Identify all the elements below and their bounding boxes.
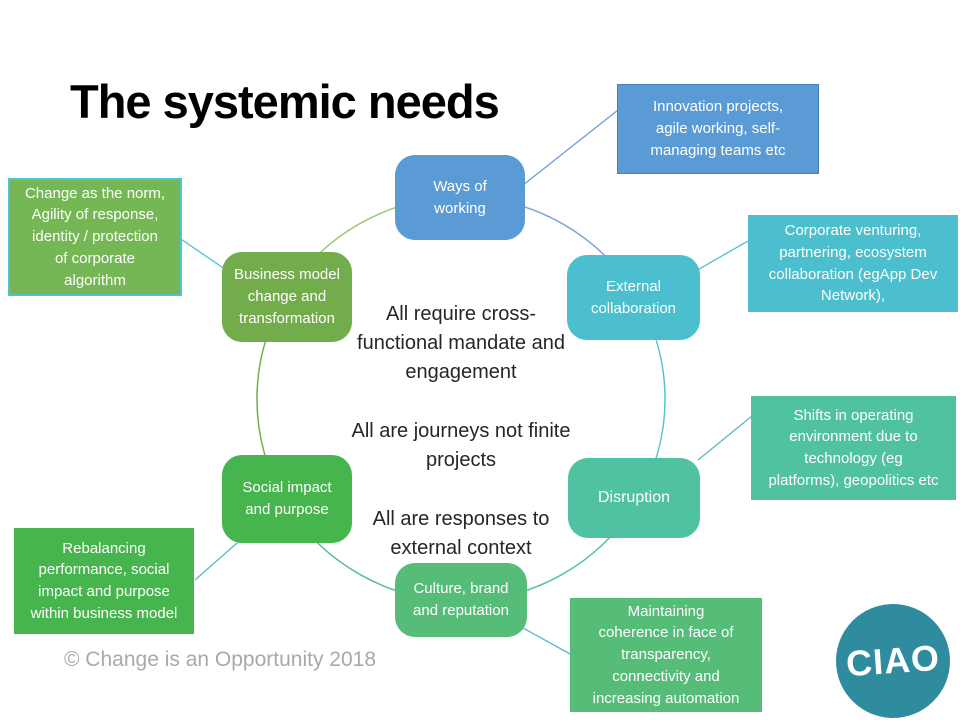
callout-rebalancing-performance: Rebalancing performance, social impact a… <box>14 528 194 634</box>
line-ways-to-innovation <box>512 109 619 194</box>
node-disruption: Disruption <box>568 458 700 538</box>
callout-innovation-projects: Innovation projects, agile working, self… <box>617 84 819 174</box>
callout-corporate-venturing: Corporate venturing, partnering, ecosyst… <box>748 215 958 312</box>
center-statement-mandate: All require cross- functional mandate an… <box>357 303 565 383</box>
callout-maintaining-coherence: Maintaining coherence in face of transpa… <box>570 598 762 712</box>
line-social-to-rebalancing <box>194 535 246 581</box>
slide-title: The systemic needs <box>70 75 500 128</box>
node-business-model-change: Business model change and transformation <box>222 252 352 342</box>
line-external-to-corporate <box>693 240 749 273</box>
node-social-impact-purpose: Social impact and purpose <box>222 455 352 543</box>
node-culture-brand-reputation: Culture, brand and reputation <box>395 563 527 637</box>
line-disruption-to-shifts <box>697 415 753 461</box>
center-statement-responses: All are responses to external context <box>372 508 550 559</box>
node-external-collaboration: External collaboration <box>567 255 700 340</box>
ciao-logo-text: CIAO <box>844 636 942 685</box>
ciao-logo: CIAO <box>836 604 950 718</box>
center-statements: All require cross- functional mandate an… <box>295 300 627 593</box>
node-ways-of-working: Ways of working <box>395 155 525 240</box>
copyright-footer: © Change is an Opportunity 2018 <box>64 648 377 671</box>
callout-shifts-operating-environment: Shifts in operating environment due to t… <box>751 396 956 500</box>
callout-change-as-the-norm: Change as the norm, Agility of response,… <box>8 178 182 296</box>
center-statement-journeys: All are journeys not finite projects <box>351 420 571 471</box>
